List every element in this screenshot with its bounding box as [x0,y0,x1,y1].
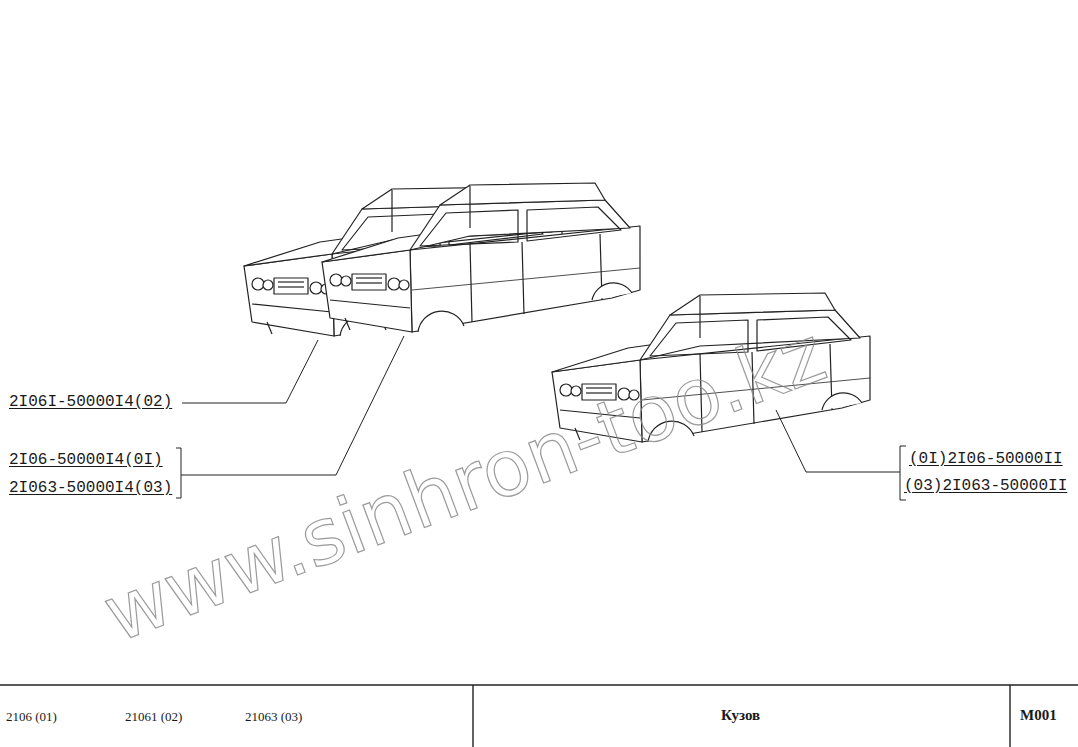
part-number: (0I)2I06-50000II [908,450,1064,468]
model-cell: 21061 (02) [125,709,182,725]
sheet-number: M001 [1020,707,1057,724]
part-number: 2I06I-50000I4(02) [8,393,173,411]
part-number: 2I063-50000I4(03) [8,479,173,497]
watermark: www.sinhron-too.kz [92,308,837,659]
model-cell: 21063 (03) [245,709,302,725]
part-number: 2I06-50000I4(0I) [8,451,164,469]
part-number: (03)2I063-50000II [903,477,1068,495]
model-cell: 2106 (01) [6,709,57,725]
section-title: Кузов [721,707,760,724]
